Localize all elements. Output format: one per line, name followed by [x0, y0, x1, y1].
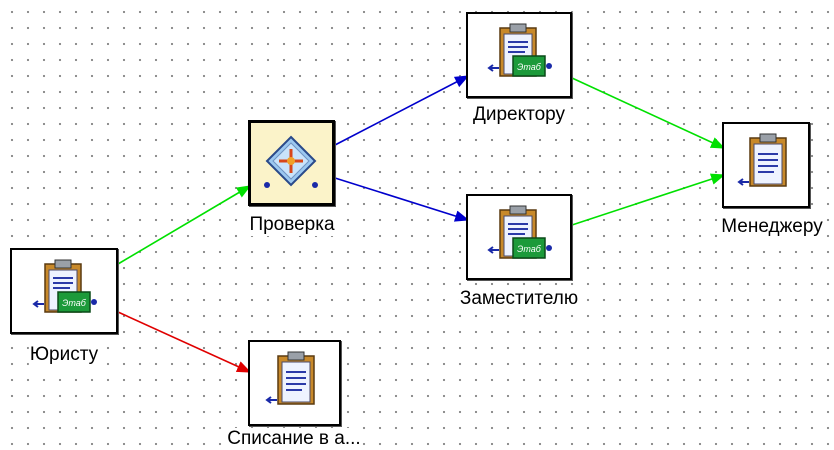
edge-proverka-zamestitel[interactable] [334, 177, 470, 222]
node-label-direktor: Директору [471, 104, 567, 126]
document-with-tag-icon: Этаб [32, 259, 97, 313]
edge-jurist-spisanie[interactable] [117, 311, 252, 373]
document-with-tag-icon: Этаб [487, 205, 552, 259]
node-direktor[interactable]: Этаб [466, 12, 572, 98]
node-proverka[interactable] [248, 120, 335, 206]
svg-text:Этаб: Этаб [62, 298, 87, 308]
node-label-proverka: Проверка [248, 214, 336, 236]
edge-zamestitel-menedzher[interactable] [571, 173, 726, 226]
node-menedzher[interactable] [722, 122, 810, 208]
edge-proverka-direktor[interactable] [334, 75, 470, 146]
edge-direktor-menedzher[interactable] [571, 77, 726, 149]
node-label-jurist: Юристу [28, 344, 100, 366]
node-label-spisanie: Списание в а... [226, 428, 362, 450]
node-zamestitel[interactable]: Этаб [466, 194, 572, 280]
svg-text:Этаб: Этаб [517, 244, 542, 254]
decision-icon [264, 135, 318, 188]
document-icon [737, 133, 787, 187]
edge-jurist-proverka[interactable] [117, 185, 252, 265]
node-label-zamestitel: Заместителю [458, 288, 580, 310]
node-spisanie[interactable] [248, 340, 341, 426]
node-label-menedzher: Менеджеру [720, 216, 824, 238]
node-jurist[interactable]: Этаб [10, 248, 118, 334]
document-icon [265, 351, 315, 405]
svg-text:Этаб: Этаб [517, 62, 542, 72]
document-with-tag-icon: Этаб [487, 23, 552, 77]
